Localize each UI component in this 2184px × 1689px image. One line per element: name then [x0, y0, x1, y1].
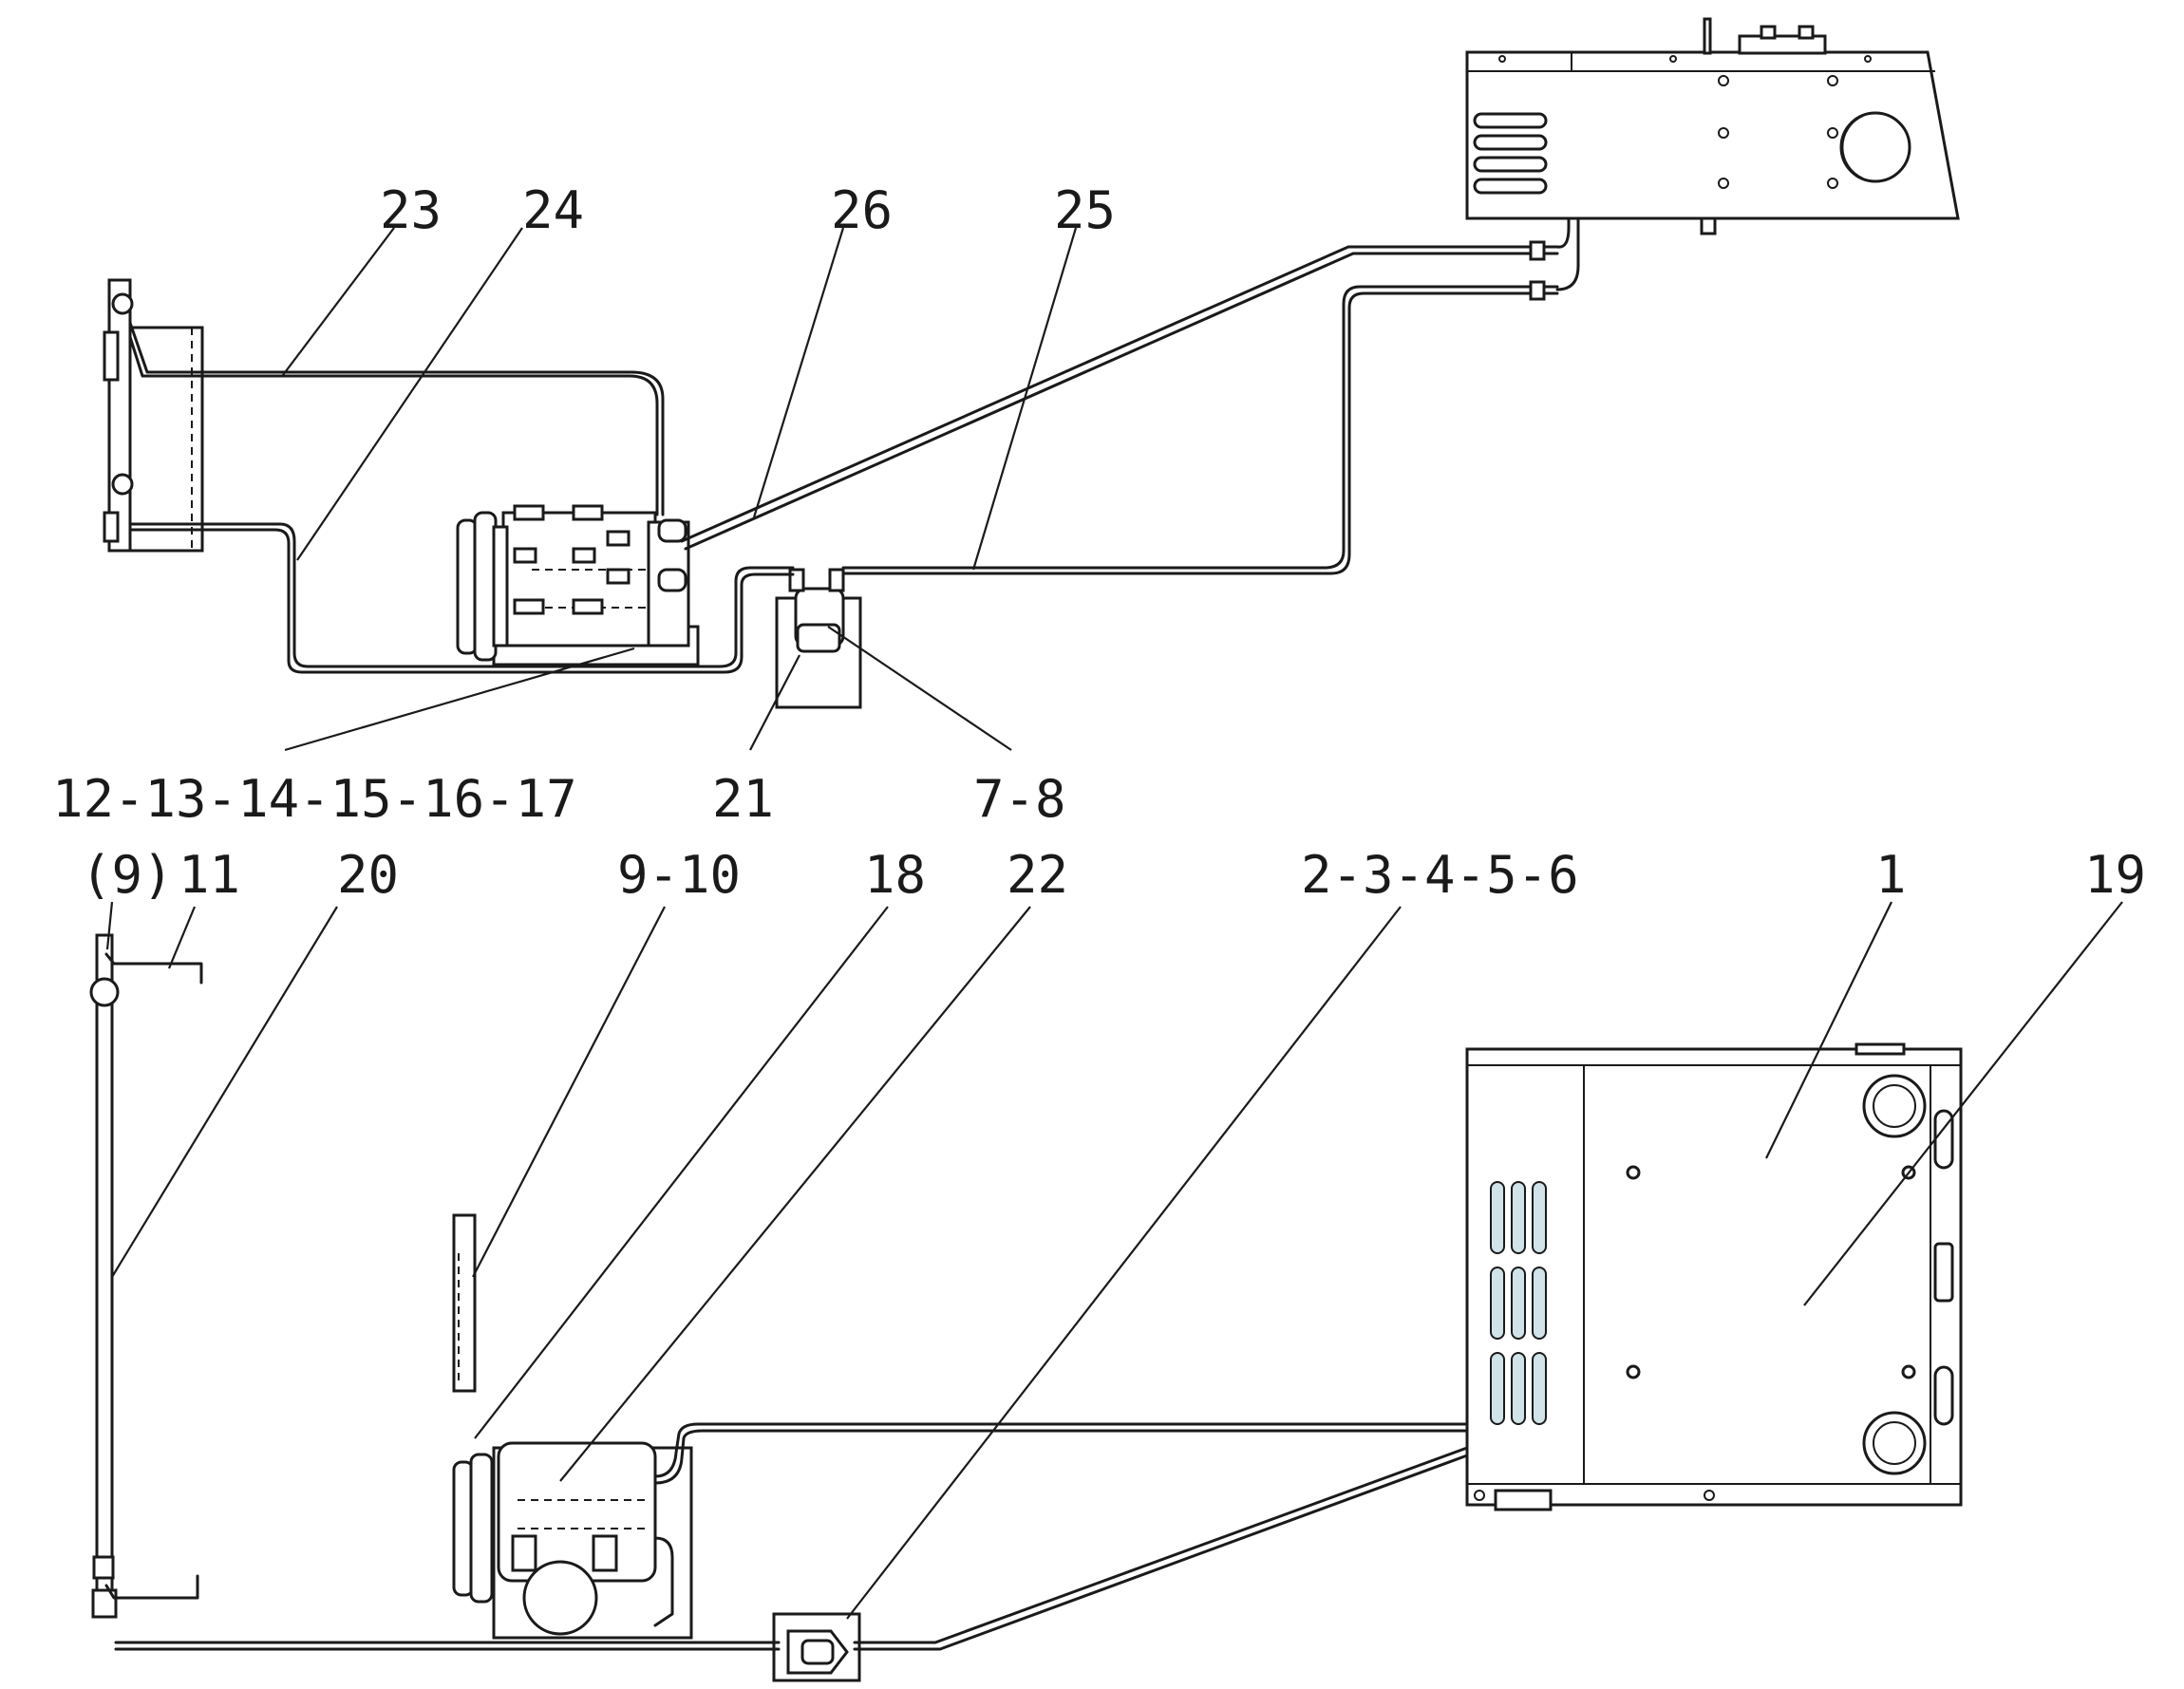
hose-24 [128, 522, 795, 668]
leader-lines-bottom [105, 901, 2123, 1620]
bottom-assembly-view [89, 901, 2123, 1682]
compressor-bottom-clutch-pulley [452, 1453, 494, 1604]
callout-9-10: 9-10 [617, 845, 741, 905]
callout-12-17: 12-13-14-15-16-17 [52, 769, 577, 829]
heater-air-outlets [1862, 1074, 1954, 1475]
refrigerant-hoses-top [128, 216, 1580, 674]
callout-23: 23 [380, 180, 442, 240]
top-assembly-view [103, 17, 1960, 752]
callout-7-8: 7-8 [973, 769, 1066, 829]
heater-vent-grilles [1490, 1181, 1547, 1425]
callout-22: 22 [1007, 845, 1068, 905]
hose-26 [680, 245, 1559, 543]
receiver-drier-bottom [772, 1612, 861, 1682]
condenser-bottom [89, 933, 203, 1619]
compressor-top-clutch-pulley [456, 511, 509, 662]
refrigerant-hoses-bottom [114, 1422, 1469, 1651]
callout-11: 11 [179, 845, 240, 905]
compressor-top-bolts [513, 504, 631, 615]
evaporator-vent-slots [1473, 112, 1548, 195]
callout-25: 25 [1054, 180, 1116, 240]
callout-18: 18 [864, 845, 926, 905]
callout-20: 20 [337, 845, 399, 905]
compressor-top [456, 504, 700, 666]
callout-21: 21 [712, 769, 774, 829]
hose-25 [841, 285, 1559, 570]
receiver-drier-top [775, 568, 862, 709]
callout-19: 19 [2084, 845, 2146, 905]
leader-lines-top [282, 227, 1078, 752]
callout-24: 24 [522, 180, 584, 240]
callout-26: 26 [831, 180, 893, 240]
evaporator-unit-top [1465, 17, 1960, 235]
evaporator-bolt-holes [1498, 55, 1872, 189]
callout-9-paren: (9) [81, 845, 174, 905]
callout-2-6: 2-3-4-5-6 [1301, 845, 1579, 905]
evaporator-unit-bottom [1465, 1042, 1963, 1511]
hose-23 [128, 321, 665, 516]
compressor-bottom [452, 1213, 693, 1640]
callout-labels: 23 24 26 25 12-13-14-15-16-17 21 7-8 (9)… [52, 180, 2146, 905]
evaporator-blower-outlet [1839, 111, 1911, 183]
condenser-top [103, 278, 204, 553]
callout-1: 1 [1875, 845, 1907, 905]
